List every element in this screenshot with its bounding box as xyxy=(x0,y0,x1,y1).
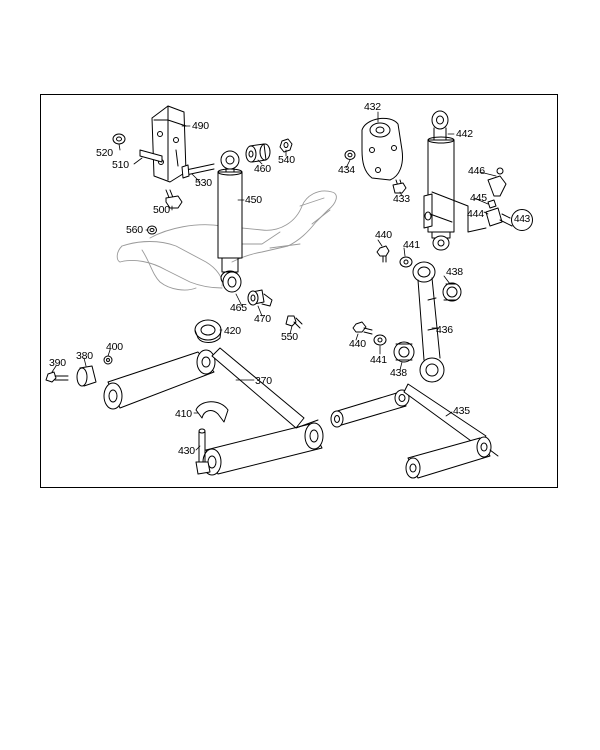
bolt-500 xyxy=(165,189,183,209)
bushing-438-top xyxy=(442,282,462,302)
leader-lines xyxy=(51,111,497,451)
callout-390: 390 xyxy=(49,357,66,369)
callout-436: 436 xyxy=(436,324,453,336)
link-rod-436 xyxy=(412,261,445,383)
washer-441-top xyxy=(399,256,413,268)
bolt-530 xyxy=(181,163,215,179)
trailing-arm-370 xyxy=(103,347,324,476)
washer-400 xyxy=(103,355,113,365)
bushing-465 xyxy=(222,271,242,293)
callout-520: 520 xyxy=(96,147,113,159)
bolt-440-top xyxy=(376,245,390,263)
callout-400: 400 xyxy=(106,341,123,353)
fitting-444 xyxy=(485,207,513,227)
shock-absorber-450 xyxy=(217,150,243,286)
callout-560: 560 xyxy=(126,224,143,236)
callout-445: 445 xyxy=(470,192,487,204)
callout-450: 450 xyxy=(245,194,262,206)
bolt-430 xyxy=(195,428,211,475)
callout-510: 510 xyxy=(112,159,129,171)
bolt-550 xyxy=(285,315,303,329)
callout-433: 433 xyxy=(393,193,410,205)
washer-560 xyxy=(147,225,157,235)
callout-441-lower: 441 xyxy=(370,354,387,366)
callout-465: 465 xyxy=(230,302,247,314)
callout-435: 435 xyxy=(453,405,470,417)
callout-410: 410 xyxy=(175,408,192,420)
callout-438-lower: 438 xyxy=(390,367,407,379)
callout-380: 380 xyxy=(76,350,93,362)
mount-432 xyxy=(361,117,403,181)
bolt-440-lower xyxy=(352,321,373,335)
callout-444: 444 xyxy=(467,208,484,220)
bolt-390 xyxy=(45,371,69,383)
callout-500: 500 xyxy=(153,204,170,216)
callout-550: 550 xyxy=(281,331,298,343)
callout-443: 443 xyxy=(511,209,533,231)
nut-540 xyxy=(279,138,293,153)
washer-441-lower xyxy=(373,334,387,346)
clamp-410 xyxy=(195,401,229,423)
callout-440-top: 440 xyxy=(375,229,392,241)
connector-445 xyxy=(487,199,497,209)
callout-370: 370 xyxy=(255,375,272,387)
callout-434: 434 xyxy=(338,164,355,176)
bushing-470 xyxy=(247,289,273,307)
callout-460: 460 xyxy=(254,163,271,175)
callout-420: 420 xyxy=(224,325,241,337)
bushing-460 xyxy=(245,143,271,163)
washer-520 xyxy=(112,133,126,145)
bushing-438-lower xyxy=(393,341,415,363)
bolt-433 xyxy=(392,179,407,194)
callout-470: 470 xyxy=(254,313,271,325)
callout-438-top: 438 xyxy=(446,266,463,278)
hose-line xyxy=(429,191,487,233)
bracket-510 xyxy=(151,105,187,183)
callout-432: 432 xyxy=(364,101,381,113)
callout-490: 490 xyxy=(192,120,209,132)
callout-446: 446 xyxy=(468,165,485,177)
callout-442: 442 xyxy=(456,128,473,140)
callout-441-top: 441 xyxy=(403,239,420,251)
bushing-420 xyxy=(194,319,222,343)
callout-440-lower: 440 xyxy=(349,338,366,350)
callout-530: 530 xyxy=(195,177,212,189)
callout-430: 430 xyxy=(178,445,195,457)
shock-absorber-442 xyxy=(423,110,455,251)
callout-540: 540 xyxy=(278,154,295,166)
plate-510-small xyxy=(139,149,163,163)
washer-434 xyxy=(344,150,356,160)
valve-446 xyxy=(487,167,507,197)
trailing-arm-435 xyxy=(330,383,499,479)
bushing-380 xyxy=(76,365,97,387)
